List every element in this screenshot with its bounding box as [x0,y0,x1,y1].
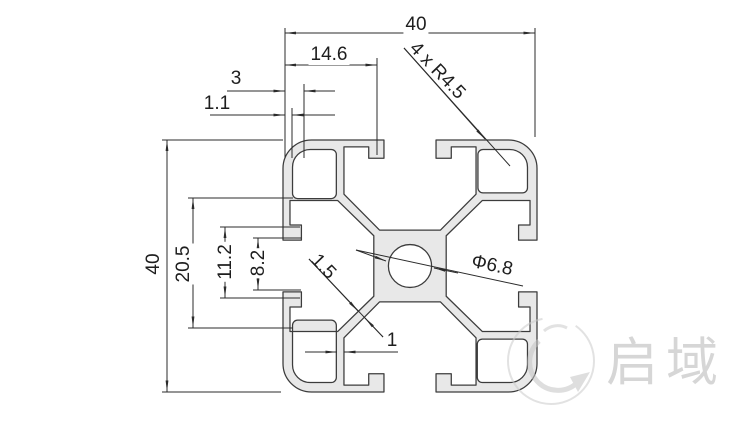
dim-slot-span-label: 20.5 [173,243,195,285]
small-dimension-lines [210,89,398,354]
dim-mouth-outer-label: 11.2 [215,242,237,282]
dimension-extension-lines [162,28,536,393]
extrusion-profile [282,139,538,393]
watermark-q-swoosh [527,339,579,393]
watermark-leaf [542,324,568,333]
dim-overall-height-label: 40 [143,251,165,277]
watermark-circle [507,317,595,405]
dim-wall-thickness-label: 1 [384,330,400,352]
dim-lip-thickness-label: 1.1 [201,93,233,115]
dim-slot-opening-label: 8.2 [248,247,270,279]
dim-overall-width-label: 40 [403,14,429,36]
watermark-q-tail [570,372,590,392]
dim-hook-depth-label: 3 [228,68,244,90]
watermark-brand-text: 启域 [605,334,727,393]
leader-lines [308,47,524,338]
watermark-logo [507,317,595,405]
dim-face-to-slot-label: 14.6 [308,44,350,66]
